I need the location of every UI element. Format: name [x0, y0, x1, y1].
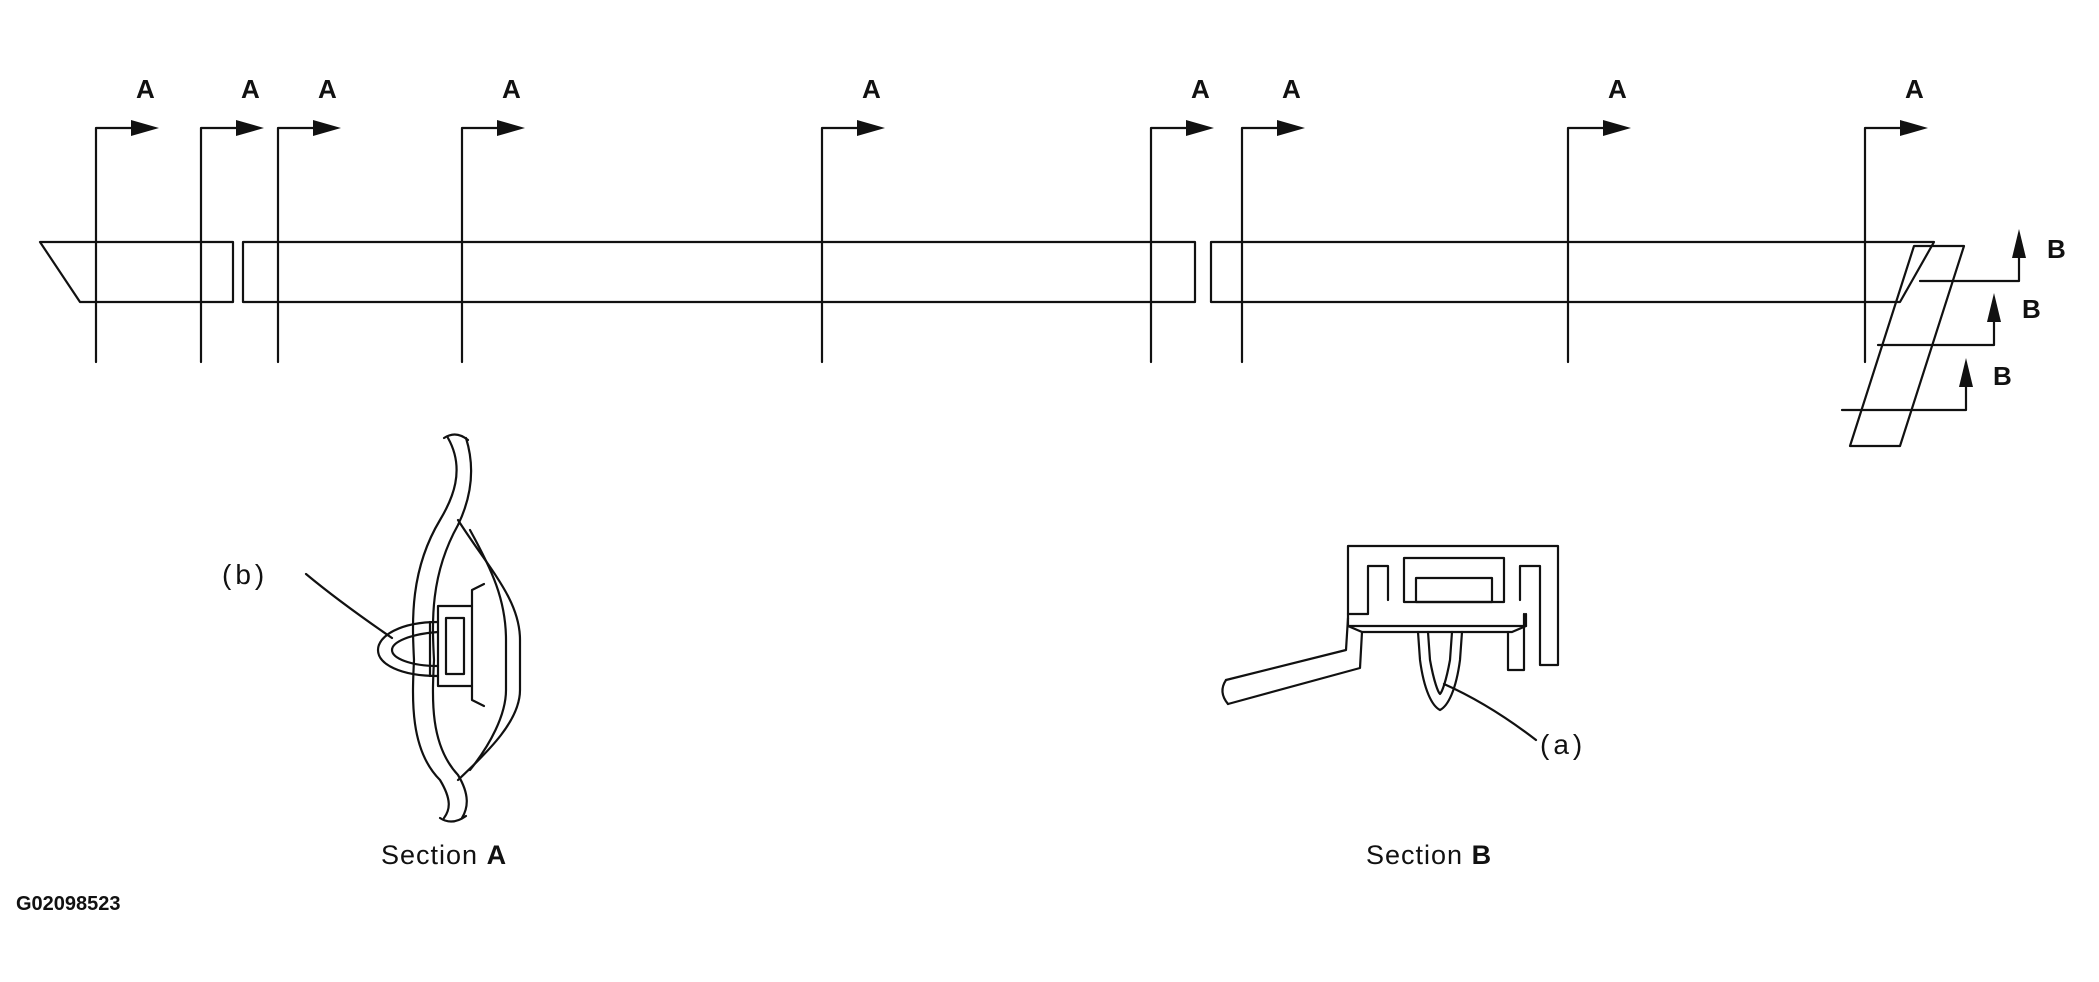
- moulding-segment-left: [38, 240, 235, 304]
- section-b-markers: B B B: [1840, 229, 2066, 412]
- section-a-marker-4-label: A: [502, 74, 521, 104]
- section-a-marker-9: A: [1863, 74, 1928, 364]
- section-a-marker-7: A: [1240, 74, 1305, 364]
- figure-code: G02098523: [16, 893, 121, 915]
- section-a-marker-1-label: A: [136, 74, 155, 104]
- section-a-marker-2-label: A: [241, 74, 260, 104]
- section-a-marker-5: A: [820, 74, 885, 364]
- section-b-marker-2-label: B: [2022, 294, 2041, 324]
- section-a-marker-9-label: A: [1905, 74, 1924, 104]
- section-a-marker-5-label: A: [862, 74, 881, 104]
- callout-a: (a): [1442, 682, 1586, 760]
- moulding-strip: [38, 240, 1966, 448]
- section-a-marker-4: A: [460, 74, 525, 364]
- section-a-detail: [376, 433, 522, 823]
- section-b-marker-1-label: B: [2047, 234, 2066, 264]
- section-a-marker-8-label: A: [1608, 74, 1627, 104]
- section-a-marker-3: A: [276, 74, 341, 364]
- section-b-caption: Section B: [1366, 840, 1492, 870]
- callout-a-label: (a): [1540, 729, 1586, 760]
- section-a-caption: Section A: [381, 840, 507, 870]
- section-a-marker-3-label: A: [318, 74, 337, 104]
- section-a-marker-2: A: [199, 74, 264, 364]
- section-b-detail: [1221, 544, 1560, 712]
- section-b-marker-3: B: [1840, 358, 2012, 412]
- section-a-marker-1: A: [94, 74, 159, 364]
- section-a-marker-6: A: [1149, 74, 1214, 364]
- section-a-marker-7-label: A: [1282, 74, 1301, 104]
- section-b-marker-1: B: [1918, 229, 2066, 283]
- moulding-segment-middle: [241, 240, 1197, 304]
- moulding-segment-right: [1209, 240, 1936, 304]
- callout-b: (b): [222, 559, 394, 640]
- section-a-marker-6-label: A: [1191, 74, 1210, 104]
- section-b-marker-3-label: B: [1993, 361, 2012, 391]
- callout-b-label: (b): [222, 559, 268, 590]
- moulding-corner-piece: [1848, 244, 1966, 448]
- section-b-marker-2: B: [1876, 293, 2041, 347]
- section-a-marker-8: A: [1566, 74, 1631, 364]
